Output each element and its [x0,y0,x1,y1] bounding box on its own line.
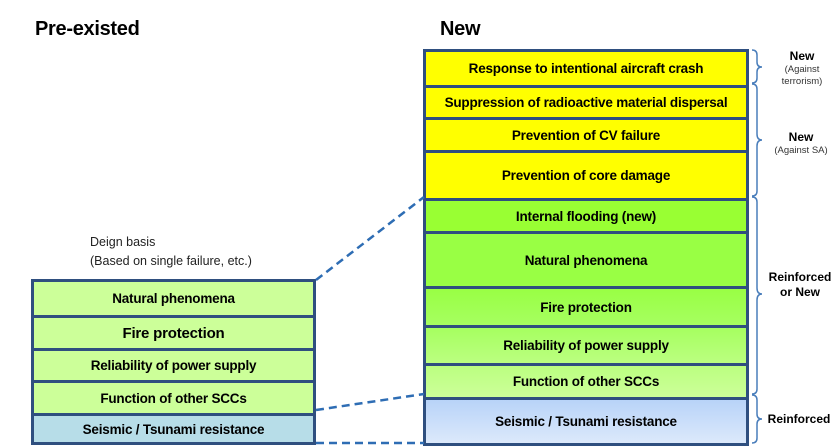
brace-label-sa-title: New [788,130,814,144]
brace-label-sa-subtitle: (Against SA) [774,145,828,156]
new-row-internal-flooding: Internal flooding (new) [426,198,746,231]
pre-existed-stack: Natural phenomena Fire protection Reliab… [31,279,316,445]
new-row-seismic-tsunami: Seismic / Tsunami resistance [426,397,746,443]
brace-label-reinforced-or-new: Reinforced or New [766,270,834,300]
brace-label-reinforced-or-new-title: Reinforced or New [768,270,832,299]
heading-new: New [440,18,481,40]
new-row-core-damage: Prevention of core damage [426,150,746,198]
brace-label-reinforced: Reinforced [764,412,834,427]
design-basis-line2: (Based on single failure, etc.) [90,254,252,268]
brace-reinforced [751,394,763,444]
new-row-fire-protection: Fire protection [426,286,746,325]
new-row-natural-phenomena: Natural phenomena [426,231,746,286]
brace-label-terrorism: New (Against terrorism) [770,49,834,88]
new-stack: Response to intentional aircraft crash S… [423,49,749,446]
brace-label-sa: New (Against SA) [768,130,834,157]
brace-sa [751,83,763,197]
brace-label-reinforced-title: Reinforced [767,412,831,426]
pre-row-seismic-tsunami: Seismic / Tsunami resistance [34,413,313,442]
new-row-power-supply: Reliability of power supply [426,325,746,363]
brace-terrorism [751,49,763,84]
pre-row-natural-phenomena: Natural phenomena [34,282,313,315]
brace-label-terrorism-subtitle: (Against terrorism) [781,64,823,87]
new-row-other-sccs: Function of other SCCs [426,363,746,397]
new-row-cv-failure: Prevention of CV failure [426,117,746,150]
design-basis-line1: Deign basis [90,235,156,249]
new-row-radioactive-dispersal: Suppression of radioactive material disp… [426,85,746,117]
new-row-aircraft-crash: Response to intentional aircraft crash [426,52,746,85]
pre-row-fire-protection: Fire protection [34,315,313,348]
design-basis-note: Deign basis (Based on single failure, et… [90,233,252,271]
heading-pre-existed: Pre-existed [35,18,140,40]
pre-row-power-supply: Reliability of power supply [34,348,313,380]
dashed-connector-top [315,196,425,281]
brace-label-terrorism-title: New [789,49,815,63]
pre-row-other-sccs: Function of other SCCs [34,380,313,413]
dashed-connector-middle [315,392,425,412]
brace-reinforced-or-new [751,196,763,395]
